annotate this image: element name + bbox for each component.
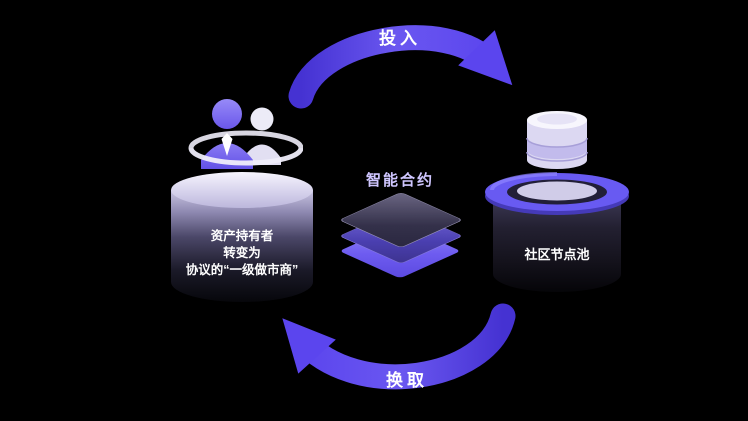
smart-contract-label: 智能合约 [365, 172, 434, 189]
left-node-asset-holders: 资产持有者 转变为 协议的“一级做市商” [171, 99, 313, 302]
database-icon [522, 108, 592, 172]
left-node-line-2: 转变为 [223, 246, 261, 260]
left-node-line-3: 协议的“一级做市商” [185, 263, 299, 277]
top-arrow-label: 投入 [379, 29, 421, 48]
left-node-line-1: 资产持有者 [210, 229, 274, 243]
ring-platform-icon [482, 170, 632, 218]
right-pedestal-body [493, 200, 621, 292]
right-node-label: 社区节点池 [524, 247, 590, 262]
right-node-community-pool: 社区节点池 [485, 111, 629, 292]
people-icon [185, 94, 304, 180]
left-pedestal-body [171, 190, 313, 302]
cycle-arrow-bottom-icon [282, 303, 516, 390]
cycle-arrow-top-icon [288, 25, 513, 109]
left-pedestal-top [171, 172, 313, 208]
left-node-text: 资产持有者 转变为 协议的“一级做市商” [171, 228, 313, 279]
bottom-arrow-label: 换取 [386, 371, 428, 390]
